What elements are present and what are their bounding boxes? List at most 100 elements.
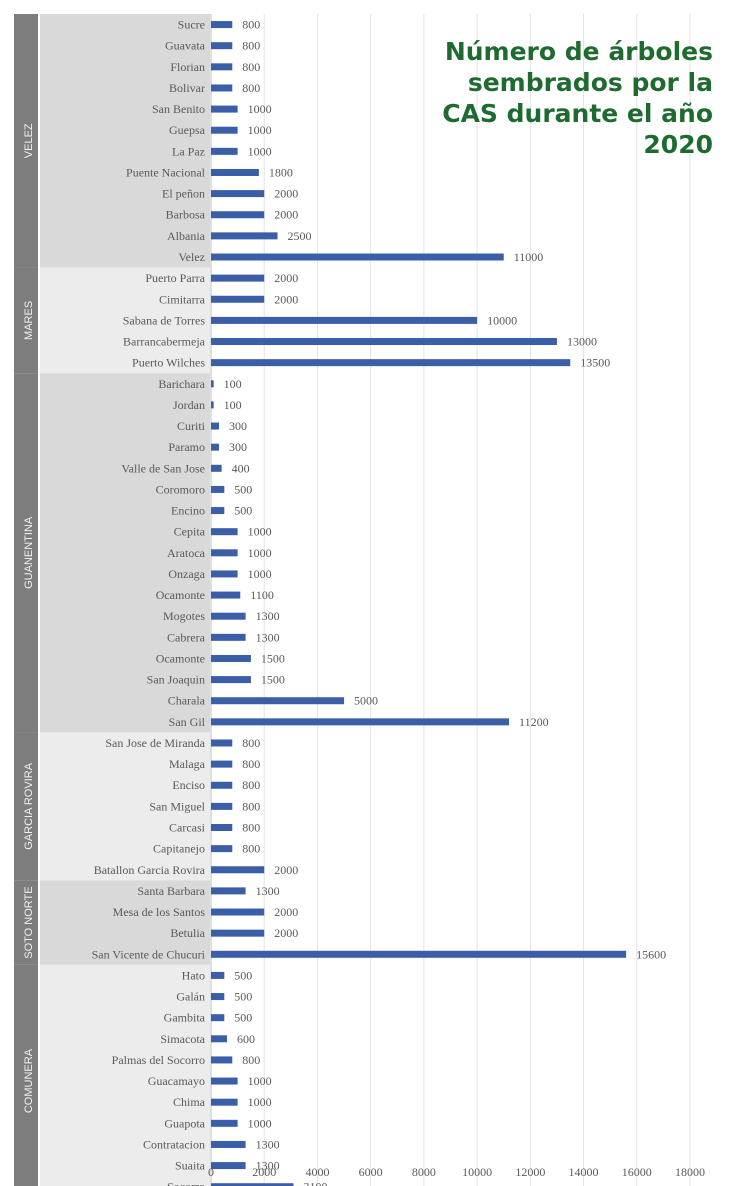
bar [211,190,265,198]
data-label: 1000 [248,123,272,137]
title-line: sembrados por la [467,68,713,97]
data-label: 100 [224,377,242,391]
category-label: Capitanejo [153,842,205,856]
data-label: 2000 [274,905,298,919]
category-label: Puerto Parra [145,271,205,285]
category-label: La Paz [172,144,205,158]
category-label: San Vicente de Chucuri [92,947,206,961]
bar [211,316,478,324]
category-label: Mogotes [163,609,205,623]
bar [211,654,251,662]
data-label: 13000 [567,335,597,349]
bar [211,950,627,958]
group-label: MARES [23,301,35,340]
category-label: Valle de San Jose [121,461,205,475]
bar [211,274,265,282]
bar [211,739,233,747]
data-label: 11000 [514,250,544,264]
category-label: Contratacion [143,1137,205,1151]
group-band [40,267,210,374]
bar [211,802,233,810]
bar [211,549,238,557]
data-label: 5000 [354,694,378,708]
group-label: VELEZ [23,123,35,158]
category-label: San Gil [169,715,206,729]
bar [211,866,265,874]
group-band [40,964,210,1186]
category-label: Aratoca [167,546,206,560]
category-label: Guacamayo [148,1074,205,1088]
x-tick-label: 0 [208,1165,214,1179]
bar [211,485,225,493]
data-label: 2000 [274,187,298,201]
bar [211,697,345,705]
bar [211,1162,246,1170]
category-label: Jordan [173,398,205,412]
bar [211,21,233,29]
category-label: Guapota [164,1116,205,1130]
category-label: Paramo [168,440,205,454]
x-tick-label: 12000 [515,1165,545,1179]
bar [211,612,246,620]
bar [211,422,219,430]
bar [211,971,225,979]
bar [211,1014,225,1022]
data-label: 800 [242,1053,260,1067]
bar [211,824,233,832]
data-label: 1000 [248,102,272,116]
category-label: Barrancabermeja [123,335,206,349]
category-label: Sucre [178,18,205,32]
bar [211,359,571,367]
category-label: Santa Barbara [137,884,205,898]
group-label: GUANENTINA [23,516,35,589]
data-label: 100 [224,398,242,412]
data-label: 500 [234,1011,252,1025]
data-label: 10000 [487,313,517,327]
data-label: 800 [242,778,260,792]
data-label: 2000 [274,926,298,940]
bar [211,1183,294,1186]
group-label: GARCIA ROVIRA [23,762,35,849]
data-label: 800 [242,39,260,53]
category-label: Velez [178,250,205,264]
category-label: Coromoro [156,482,205,496]
category-label: Charala [168,694,206,708]
category-label: Suaita [175,1159,206,1173]
data-label: 400 [232,461,250,475]
x-tick-label: 16000 [622,1165,652,1179]
data-label: 1000 [248,1095,272,1109]
category-label: Carcasi [169,821,206,835]
data-label: 1300 [256,1137,280,1151]
chart-title: Número de árboles sembrados por la CAS d… [413,36,713,160]
bar [211,443,219,451]
category-label: Sabana de Torres [123,313,206,327]
data-label: 13500 [580,356,610,370]
bar [211,105,238,113]
group-band-tab [14,373,38,733]
bar [211,507,225,515]
bar [211,591,241,599]
data-label: 2500 [288,229,312,243]
category-label: Malaga [169,757,206,771]
data-label: 800 [242,821,260,835]
category-label: Albania [167,229,206,243]
category-label: Enciso [172,778,205,792]
data-label: 1000 [248,525,272,539]
category-label: Bolivar [169,81,205,95]
data-label: 1500 [261,673,285,687]
x-tick-label: 8000 [412,1165,436,1179]
group-band-tab [14,964,38,1186]
category-label: Ocamonte [156,651,205,665]
bar [211,633,246,641]
bar [211,908,265,916]
category-label: Puerto Wilches [132,356,205,370]
bar [211,781,233,789]
bar [211,232,278,240]
category-label: Puente Nacional [126,165,206,179]
data-label: 800 [242,60,260,74]
bar [211,464,222,472]
category-label: Encino [171,504,205,518]
data-label: 3100 [303,1180,327,1186]
